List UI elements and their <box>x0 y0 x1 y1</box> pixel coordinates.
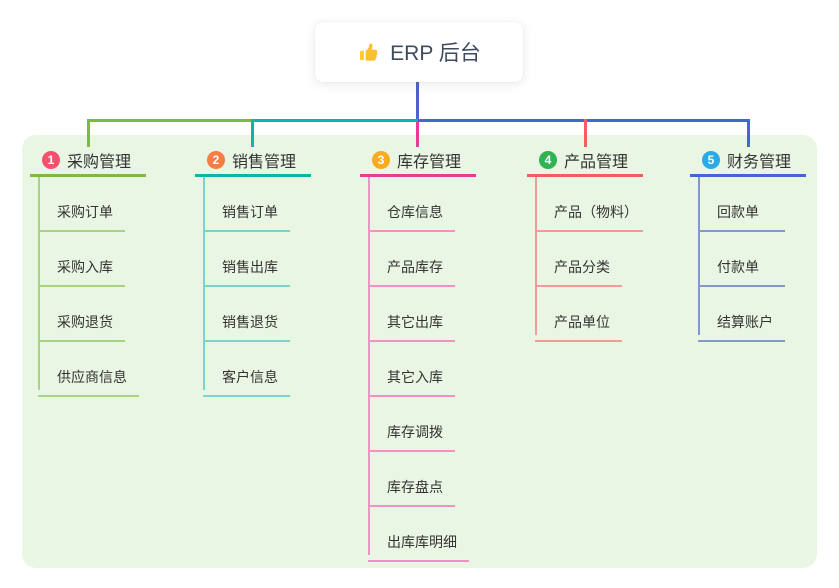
root-label: ERP 后台 <box>390 42 481 65</box>
child-node[interactable]: 库存调拨 <box>368 397 476 452</box>
child-node[interactable]: 产品（物料） <box>535 177 643 232</box>
branch-label: 销售管理 <box>232 154 297 171</box>
child-node[interactable]: 库存盘点 <box>368 452 476 507</box>
connector-branch3-drop <box>416 122 419 147</box>
child-node[interactable]: 其它出库 <box>368 287 476 342</box>
child-node[interactable]: 回款单 <box>698 177 806 232</box>
child-node[interactable]: 客户信息 <box>203 342 311 397</box>
connector-branch5-drop <box>747 119 750 147</box>
branch-product: 4 产品管理 产品（物料） 产品分类 产品单位 <box>527 146 643 342</box>
child-node[interactable]: 出库库明细 <box>368 507 476 562</box>
branch-label: 采购管理 <box>67 154 132 171</box>
branch-label: 财务管理 <box>727 154 792 171</box>
child-node[interactable]: 销售出库 <box>203 232 311 287</box>
branch-children: 销售订单 销售出库 销售退货 客户信息 <box>203 177 311 397</box>
branch-child-connector-line <box>698 177 700 335</box>
branch-purchase: 1 采购管理 采购订单 采购入库 采购退货 供应商信息 <box>30 146 146 397</box>
connector-branch4-drop <box>584 119 587 147</box>
child-node[interactable]: 采购订单 <box>38 177 146 232</box>
branch-children: 回款单 付款单 结算账户 <box>698 177 806 342</box>
branch-children: 仓库信息 产品库存 其它出库 其它入库 库存调拨 库存盘点 出库库明细 <box>368 177 476 562</box>
connector-root-line <box>416 82 419 120</box>
branch-number-badge: 3 <box>372 151 390 169</box>
child-node[interactable]: 销售订单 <box>203 177 311 232</box>
panel-background <box>22 135 817 568</box>
branch-number-badge: 2 <box>207 151 225 169</box>
branch-number-badge: 4 <box>539 151 557 169</box>
branch-label: 库存管理 <box>397 154 462 171</box>
root-node[interactable]: ERP 后台 <box>315 22 523 82</box>
branch-child-connector-line <box>203 177 205 390</box>
branch-inventory: 3 库存管理 仓库信息 产品库存 其它出库 其它入库 库存调拨 库存盘点 出库库… <box>360 146 476 562</box>
branch-finance-header[interactable]: 5 财务管理 <box>690 146 806 177</box>
connector-branch2-hline <box>251 119 418 122</box>
branch-finance: 5 财务管理 回款单 付款单 结算账户 <box>690 146 806 342</box>
child-node[interactable]: 结算账户 <box>698 287 806 342</box>
child-node[interactable]: 采购退货 <box>38 287 146 342</box>
branch-inventory-header[interactable]: 3 库存管理 <box>360 146 476 177</box>
branch-child-connector-line <box>535 177 537 335</box>
branch-sales-header[interactable]: 2 销售管理 <box>195 146 311 177</box>
child-node[interactable]: 供应商信息 <box>38 342 146 397</box>
branch-product-header[interactable]: 4 产品管理 <box>527 146 643 177</box>
child-node[interactable]: 销售退货 <box>203 287 311 342</box>
child-node[interactable]: 采购入库 <box>38 232 146 287</box>
branch-label: 产品管理 <box>564 154 629 171</box>
branch-children: 产品（物料） 产品分类 产品单位 <box>535 177 643 342</box>
connector-branch1-drop <box>87 119 90 147</box>
child-node[interactable]: 产品库存 <box>368 232 476 287</box>
branch-number-badge: 5 <box>702 151 720 169</box>
branch-number-badge: 1 <box>42 151 60 169</box>
child-node[interactable]: 仓库信息 <box>368 177 476 232</box>
child-node[interactable]: 其它入库 <box>368 342 476 397</box>
branch-purchase-header[interactable]: 1 采购管理 <box>30 146 146 177</box>
child-node[interactable]: 产品单位 <box>535 287 643 342</box>
connector-branch2-drop <box>251 119 254 147</box>
branch-child-connector-line <box>38 177 40 390</box>
branch-sales: 2 销售管理 销售订单 销售出库 销售退货 客户信息 <box>195 146 311 397</box>
branch-child-connector-line <box>368 177 370 555</box>
branch-children: 采购订单 采购入库 采购退货 供应商信息 <box>38 177 146 397</box>
child-node[interactable]: 产品分类 <box>535 232 643 287</box>
connector-branch1-hline <box>87 119 252 122</box>
thumbs-up-icon <box>357 41 380 64</box>
child-node[interactable]: 付款单 <box>698 232 806 287</box>
